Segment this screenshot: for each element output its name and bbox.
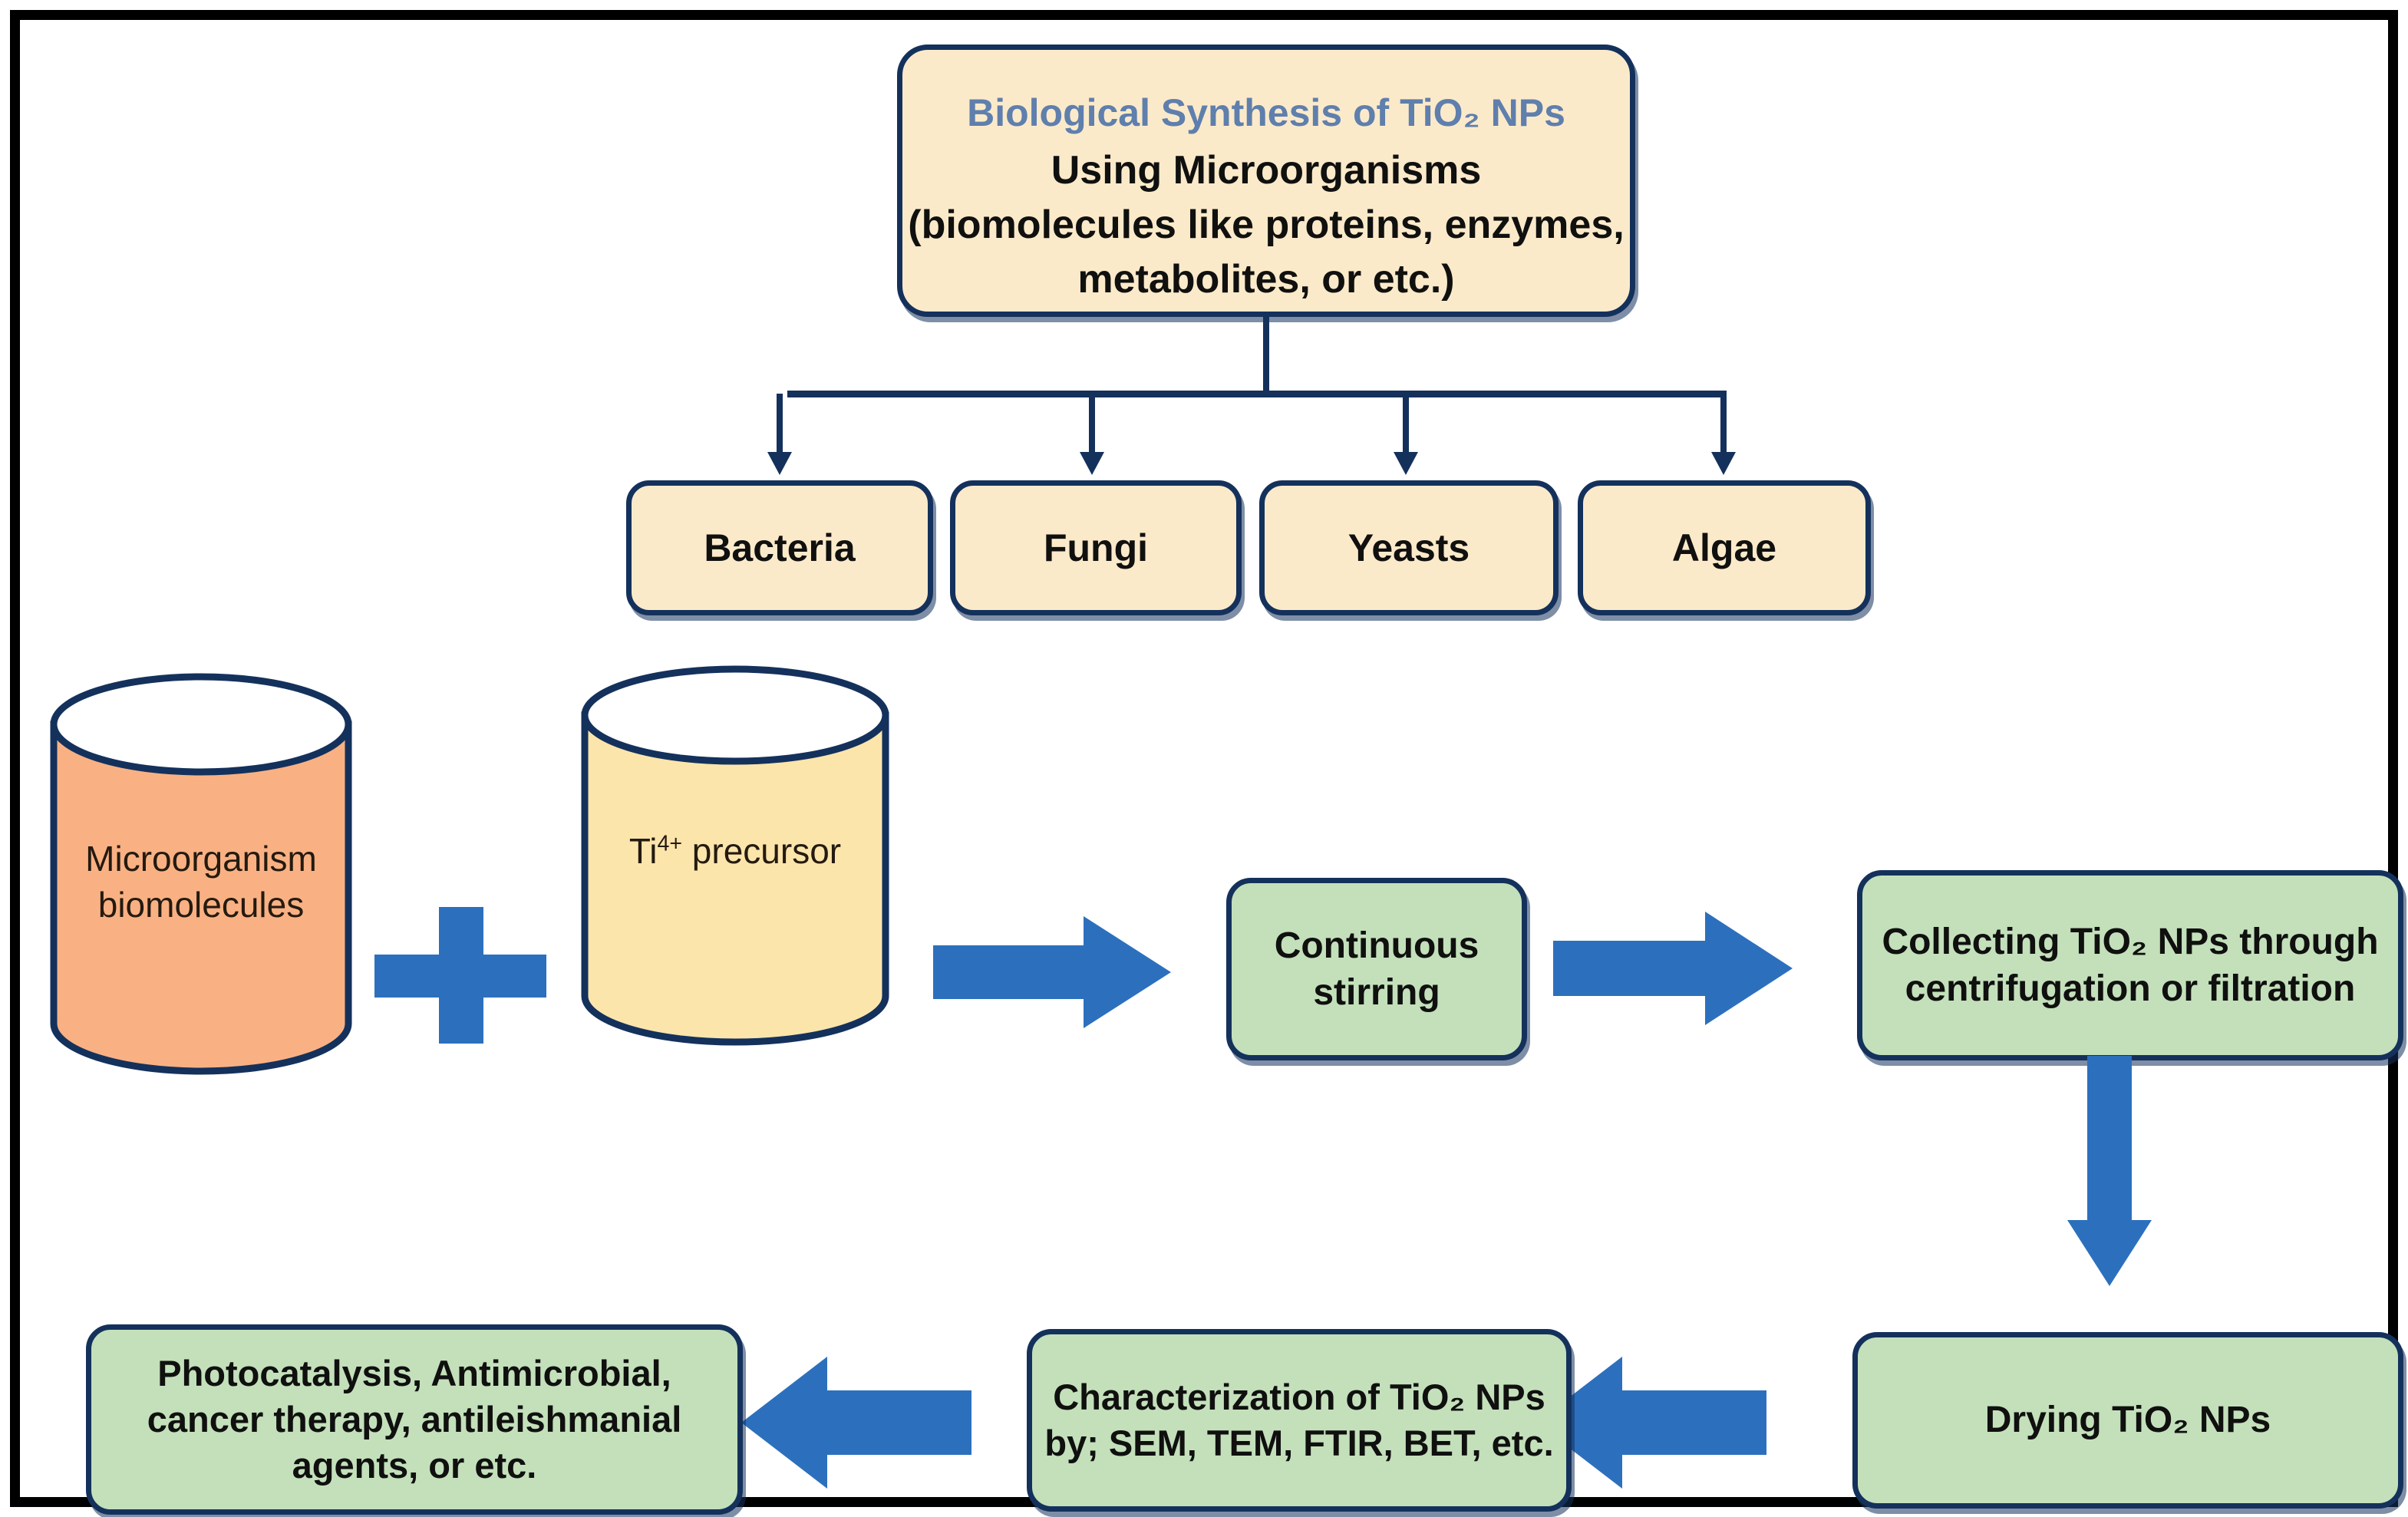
- connector-drop-fungi: [1089, 394, 1095, 457]
- cylinder-label: Microorganism biomolecules: [85, 839, 317, 925]
- branch-box-fungi: Fungi: [950, 480, 1242, 615]
- arrow-left-to-characterization-icon: [1536, 1357, 1766, 1489]
- branch-label: Bacteria: [704, 526, 856, 569]
- title-box: Biological Synthesis of TiO₂ NPs Using M…: [897, 45, 1635, 317]
- connector-drop-algae: [1720, 394, 1727, 457]
- process-label: Drying TiO₂ NPs: [1984, 1400, 2271, 1441]
- process-label: Photocatalysis, Antimicrobial, cancer th…: [147, 1352, 682, 1486]
- cylinder-label-main: Ti: [628, 831, 658, 871]
- connector-bus: [787, 391, 1727, 397]
- cylinder-shape-icon: [50, 673, 352, 1075]
- process-label: Collecting TiO₂ NPs through centrifugati…: [1882, 921, 2379, 1009]
- arrow-right-to-stirring-icon: [933, 916, 1171, 1028]
- cylinder-ti-precursor: Ti4+ precursor: [580, 665, 890, 1048]
- cylinder-shape-icon: [581, 665, 889, 1046]
- branch-box-bacteria: Bacteria: [626, 480, 933, 615]
- process-label: Characterization of TiO₂ NPs by; SEM, TE…: [1044, 1376, 1554, 1463]
- outer-frame: Biological Synthesis of TiO₂ NPs Using M…: [10, 10, 2403, 1515]
- branch-label: Fungi: [1043, 526, 1149, 569]
- connector-drop-yeasts: [1403, 394, 1409, 457]
- branch-box-yeasts: Yeasts: [1259, 480, 1559, 615]
- arrow-right-to-collecting-icon: [1553, 912, 1793, 1025]
- arrowhead-algae-icon: [1711, 452, 1736, 475]
- cylinder-label-tail: precursor: [682, 831, 842, 871]
- title-body: Using Microorganisms (biomolecules like …: [908, 148, 1625, 302]
- title-line-1: Biological Synthesis of TiO₂ NPs: [967, 91, 1565, 135]
- plus-operator-icon: [374, 907, 546, 1044]
- process-box-continuous-stirring: Continuous stirring: [1226, 878, 1527, 1060]
- process-box-applications: Photocatalysis, Antimicrobial, cancer th…: [86, 1324, 743, 1515]
- arrowhead-yeasts-icon: [1394, 452, 1418, 475]
- branch-label: Yeasts: [1347, 526, 1470, 569]
- arrowhead-fungi-icon: [1080, 452, 1104, 475]
- cylinder-label: Ti4+ precursor: [580, 829, 890, 875]
- arrowhead-bacteria-icon: [767, 452, 792, 475]
- branch-box-algae: Algae: [1578, 480, 1871, 615]
- process-label: Continuous stirring: [1274, 925, 1479, 1013]
- arrow-left-to-applications-icon: [741, 1357, 971, 1489]
- process-box-collecting-nps: Collecting TiO₂ NPs through centrifugati…: [1857, 870, 2403, 1060]
- process-box-characterization: Characterization of TiO₂ NPs by; SEM, TE…: [1027, 1329, 1572, 1512]
- arrow-down-to-drying-icon: [2067, 1056, 2152, 1286]
- plus-bar-vertical: [439, 907, 483, 1044]
- connector-trunk: [1263, 317, 1269, 395]
- connector-drop-bacteria: [777, 394, 783, 457]
- branch-label: Algae: [1671, 526, 1777, 569]
- cylinder-microorganism-biomolecules: Microorganism biomolecules: [49, 671, 353, 1077]
- cylinder-label-superscript: 4+: [657, 831, 683, 856]
- process-box-drying-nps: Drying TiO₂ NPs: [1852, 1332, 2403, 1509]
